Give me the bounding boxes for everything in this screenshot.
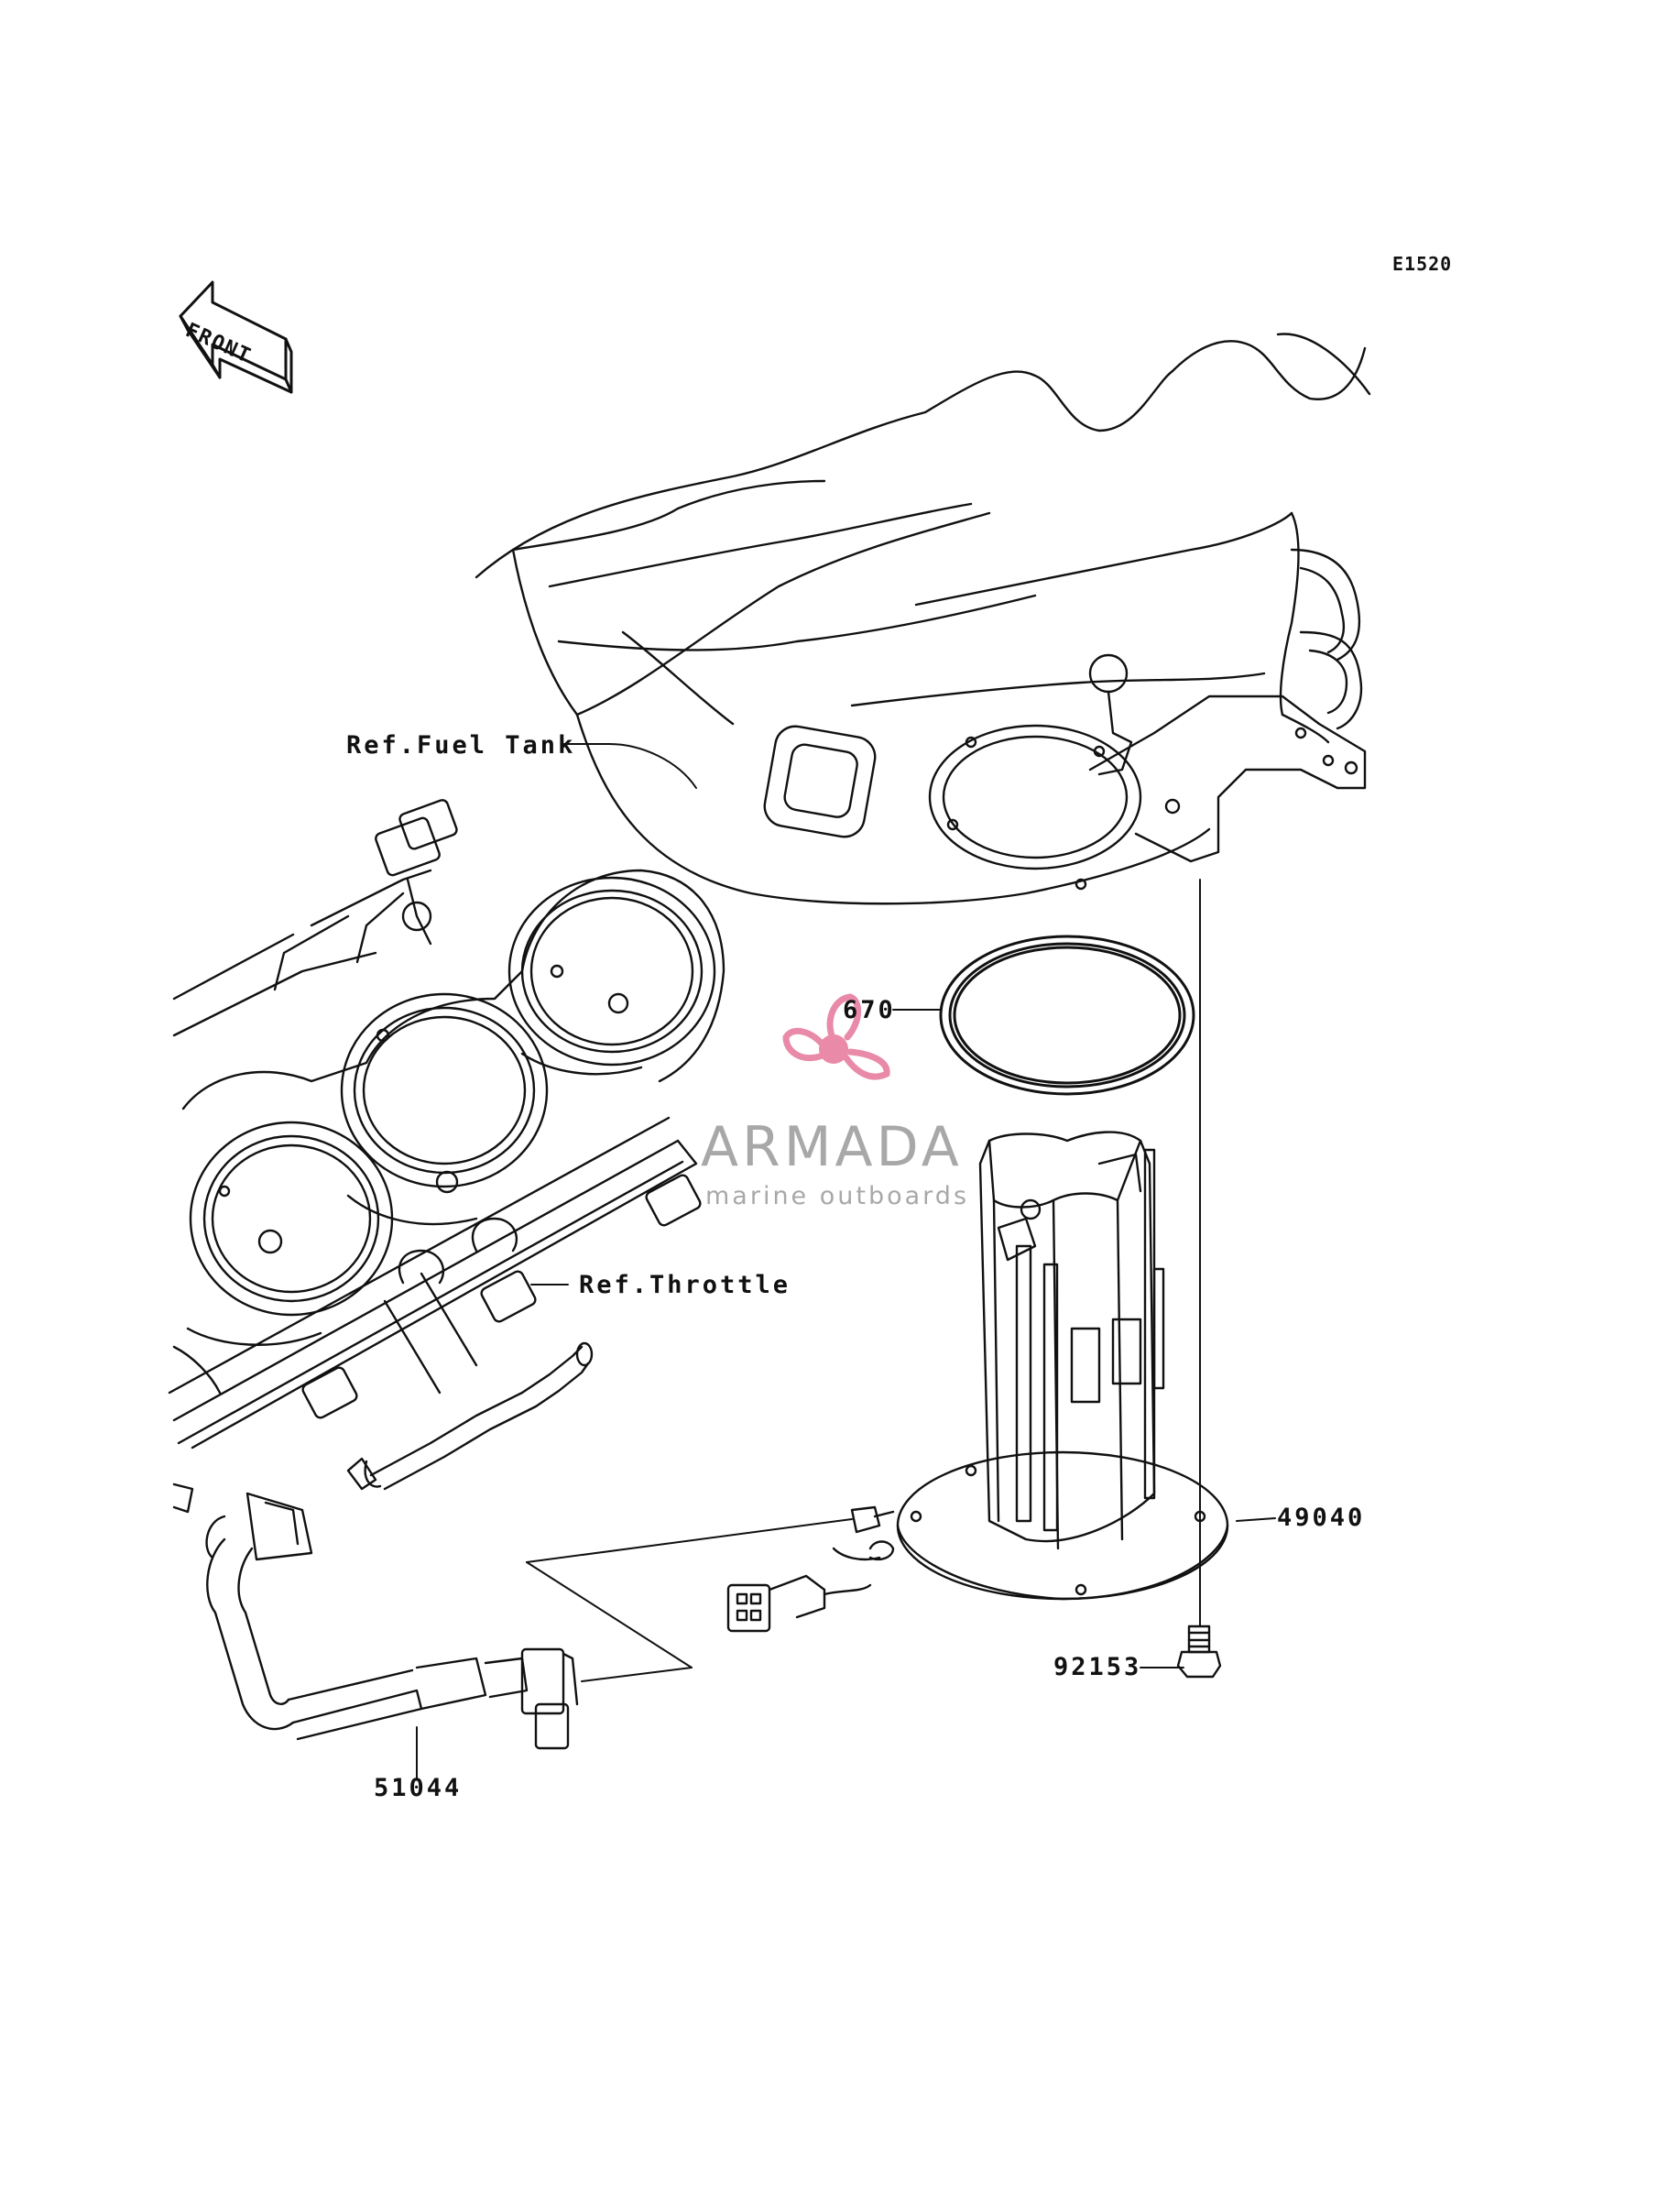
propeller-icon — [782, 993, 890, 1080]
label-part-92153: 92153 — [1053, 1653, 1142, 1681]
throttle-body-assembly — [168, 799, 725, 1514]
label-part-670: 670 — [843, 996, 896, 1024]
front-arrow-icon — [179, 280, 293, 394]
fuel-tank — [475, 333, 1371, 905]
mounting-bolt — [1176, 1625, 1222, 1679]
label-ref-throttle: Ref.Throttle — [579, 1271, 791, 1299]
leader-lines — [416, 743, 1276, 1778]
watermark-brand: ARMADA — [701, 1115, 963, 1179]
label-part-51044: 51044 — [374, 1774, 463, 1802]
diagram-code: E1520 — [1392, 253, 1453, 275]
fuel-pump-assembly — [726, 1131, 1229, 1633]
o-ring — [939, 935, 1195, 1096]
label-part-49040: 49040 — [1277, 1504, 1366, 1532]
watermark-tagline: marine outboards — [705, 1182, 970, 1210]
label-ref-fuel-tank: Ref.Fuel Tank — [346, 731, 576, 760]
fuel-hose — [205, 1341, 594, 1750]
